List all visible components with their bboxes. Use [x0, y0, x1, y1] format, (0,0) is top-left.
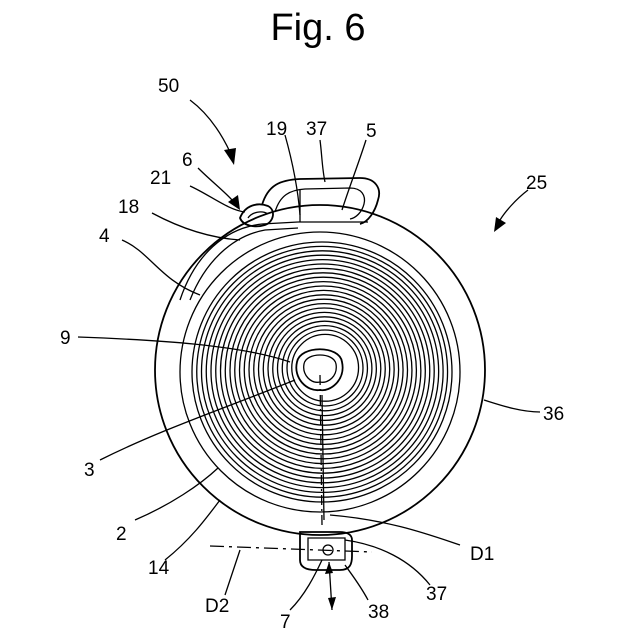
leader-7 [290, 560, 322, 610]
label-21: 21 [150, 168, 171, 189]
leader-14 [165, 500, 220, 560]
leader-36 [484, 400, 540, 412]
coil-turn [292, 334, 359, 401]
label-2: 2 [116, 524, 127, 545]
label-d2: D2 [205, 596, 229, 617]
label-18: 18 [118, 197, 139, 218]
leader-5 [342, 140, 366, 210]
coil-turn [240, 286, 408, 454]
arrow-50-shaft [190, 100, 230, 152]
figure-title: Fig. 6 [270, 7, 365, 49]
leader-d2 [225, 550, 240, 595]
coil-turn [273, 317, 377, 421]
arrow-7-up-head [325, 562, 333, 574]
arrow-7-down-head [328, 597, 336, 610]
label-50: 50 [158, 76, 179, 97]
arrow-6-shaft [198, 168, 232, 200]
leader-2 [135, 468, 218, 520]
leader-3 [100, 380, 295, 460]
label-6: 6 [182, 150, 193, 171]
coil-turn [254, 299, 394, 439]
label-37-top: 37 [306, 119, 327, 140]
label-25: 25 [526, 173, 547, 194]
coil-turn [282, 326, 367, 411]
label-19: 19 [266, 119, 287, 140]
arrow-50-head [224, 148, 236, 165]
label-14: 14 [148, 558, 170, 579]
top-housing-inner [275, 188, 364, 219]
coil-turn [268, 312, 381, 425]
label-5: 5 [366, 121, 377, 142]
leader-4 [122, 240, 200, 295]
bottom-housing-inner [308, 538, 345, 560]
leader-38 [345, 565, 368, 600]
label-d1: D1 [470, 544, 494, 565]
strip-inner [190, 228, 298, 300]
label-7: 7 [280, 612, 291, 633]
label-3: 3 [84, 460, 95, 481]
arrow-25-shaft [500, 190, 528, 220]
coiled-spring [192, 242, 452, 502]
coil-turn [287, 330, 363, 406]
label-37-bottom: 37 [426, 584, 447, 605]
label-9: 9 [60, 328, 71, 349]
housing-inner-rim [180, 232, 460, 512]
label-4: 4 [99, 226, 110, 247]
leader-37-bottom [345, 540, 430, 585]
leader-37-top [320, 140, 325, 182]
label-36: 36 [543, 404, 564, 425]
leader-19 [285, 135, 300, 215]
label-38: 38 [368, 602, 389, 623]
axis-d2 [210, 546, 372, 552]
